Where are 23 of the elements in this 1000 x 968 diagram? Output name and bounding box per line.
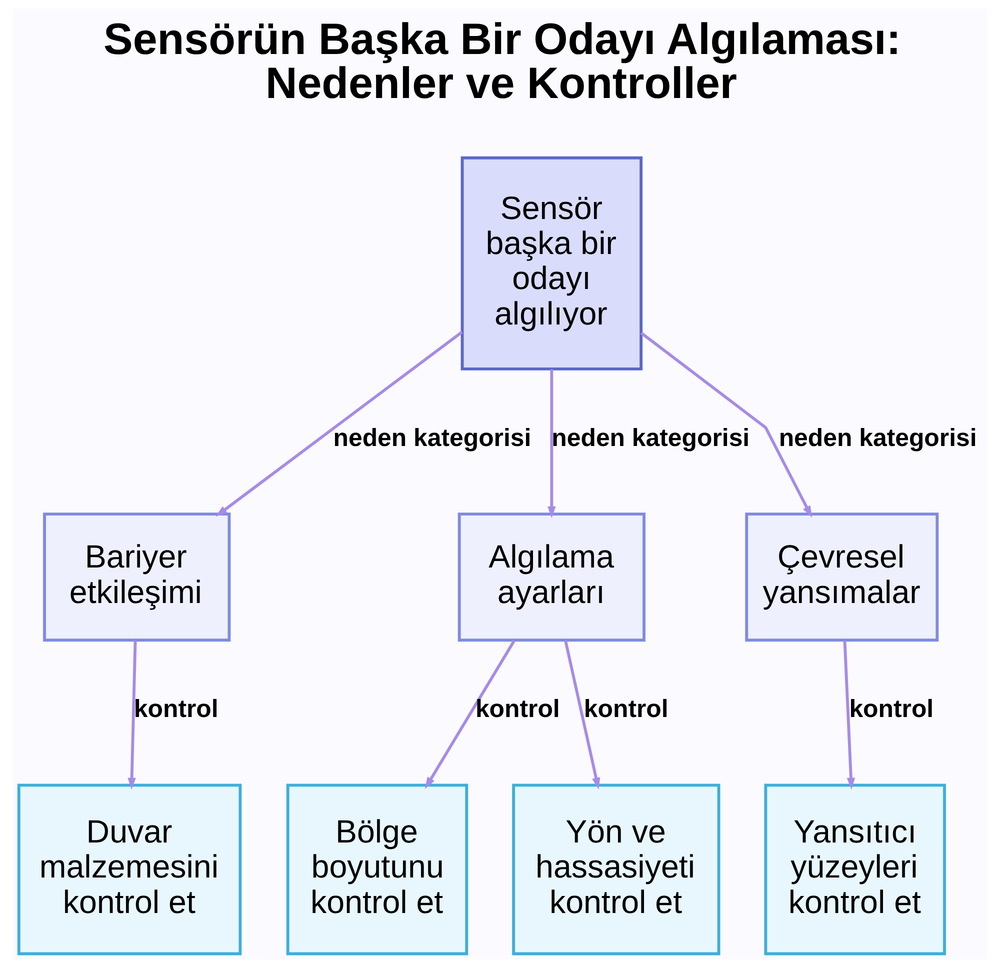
- node-box: Yön ve hassasiyeti kontrol et: [512, 784, 720, 956]
- edge-label: neden kategorisi: [778, 424, 977, 452]
- arrow: [128, 640, 137, 790]
- arrow: [843, 640, 856, 790]
- edge-label: kontrol: [134, 695, 218, 724]
- edge-label: kontrol: [584, 695, 668, 724]
- node-box: Sensör başka bir odayı algılıyor: [460, 156, 643, 370]
- arrow: [640, 332, 812, 518]
- edge-label: neden kategorisi: [333, 424, 532, 452]
- arrow: [548, 369, 556, 518]
- edge-label: kontrol: [849, 695, 934, 724]
- arrow: [564, 640, 600, 790]
- edge-label: neden kategorisi: [552, 424, 750, 452]
- arrow: [216, 330, 464, 517]
- edge-label: kontrol: [475, 695, 560, 724]
- node-box: Yansıtıcı yüzeyleri kontrol et: [764, 784, 946, 956]
- node-box: Duvar malzemesini kontrol et: [17, 784, 242, 956]
- arrow: [424, 640, 516, 789]
- node-box: Bariyer etkileşimi: [43, 512, 231, 642]
- node-box: Bölge boyutunu kontrol et: [286, 784, 468, 956]
- node-box: Algılama ayarları: [458, 512, 646, 642]
- node-box: Çevresel yansımalar: [745, 512, 939, 642]
- diagram-title: Sensörün Başka Bir Odayı Algılaması: Nedenler ve Kontroller: [104, 14, 901, 108]
